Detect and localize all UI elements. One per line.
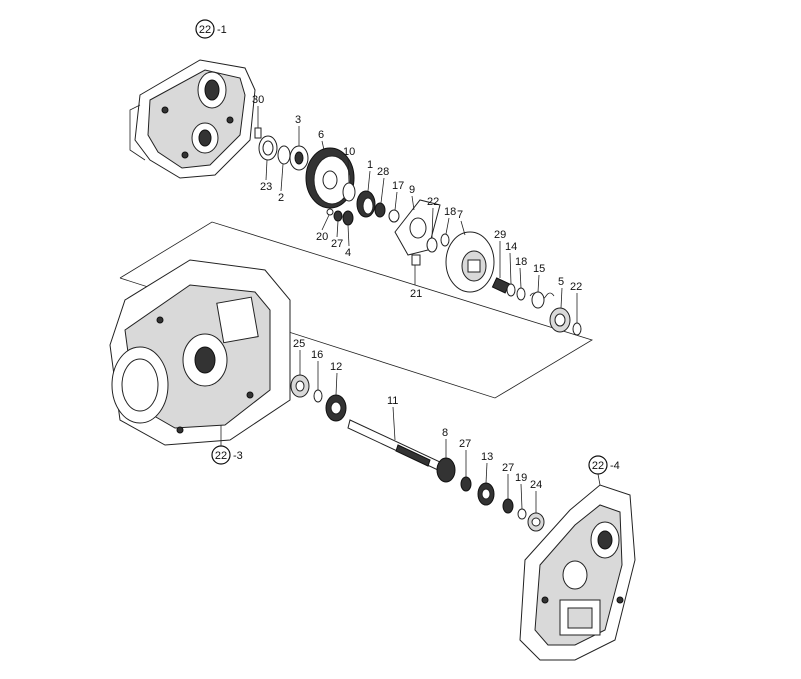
svg-text:22: 22: [199, 24, 211, 36]
label-18-lower: 18: [515, 256, 527, 268]
label-29: 29: [494, 229, 506, 241]
label-3: 3: [295, 114, 301, 126]
label-19: 19: [515, 472, 527, 484]
housing-22-4: [519, 484, 636, 661]
label-10: 10: [343, 146, 355, 158]
svg-text:22: 22: [215, 450, 227, 462]
label-5: 5: [558, 276, 564, 288]
label-22-right: 22: [570, 281, 582, 293]
label-30: 30: [252, 94, 264, 106]
callout-22-3: 22 -3: [211, 425, 243, 465]
label-28: 28: [377, 166, 389, 178]
label-16: 16: [311, 349, 323, 361]
leader-lines: [257, 106, 578, 513]
housing-22-3: [109, 259, 291, 446]
label-27-mid: 27: [459, 438, 471, 450]
svg-text:22: 22: [592, 460, 604, 472]
label-4: 4: [345, 247, 351, 259]
upper-shaft-parts: [254, 127, 582, 336]
lower-shaft-parts: [290, 374, 545, 532]
callout-22-1: 22 -1: [195, 19, 227, 39]
part-labels: 30 3 6 10 1 28 17 9 22 18 7 23 2 20 27 4…: [252, 94, 582, 491]
assembly-boundary: [119, 221, 593, 399]
label-27-upper: 27: [331, 238, 343, 250]
label-20: 20: [316, 231, 328, 243]
label-23: 23: [260, 181, 272, 193]
svg-text:-3: -3: [233, 450, 243, 462]
label-11: 11: [387, 395, 398, 407]
label-25: 25: [293, 338, 305, 350]
label-21: 21: [410, 288, 422, 300]
housing-22-1: [129, 59, 256, 179]
label-27-lower: 27: [502, 462, 514, 474]
label-18-upper: 18: [444, 206, 456, 218]
label-14: 14: [505, 241, 517, 253]
label-2: 2: [278, 192, 284, 204]
label-13: 13: [481, 451, 493, 463]
label-9: 9: [409, 184, 415, 196]
label-8: 8: [442, 427, 448, 439]
label-22-upper: 22: [427, 196, 439, 208]
svg-text:-4: -4: [610, 460, 620, 472]
callout-22-4: 22 -4: [588, 455, 620, 486]
label-24: 24: [530, 479, 542, 491]
label-1: 1: [367, 159, 373, 171]
label-17: 17: [392, 180, 404, 192]
label-6: 6: [318, 129, 324, 141]
label-15: 15: [533, 263, 545, 275]
label-12: 12: [330, 361, 342, 373]
label-7: 7: [457, 209, 463, 221]
svg-text:-1: -1: [217, 24, 227, 36]
